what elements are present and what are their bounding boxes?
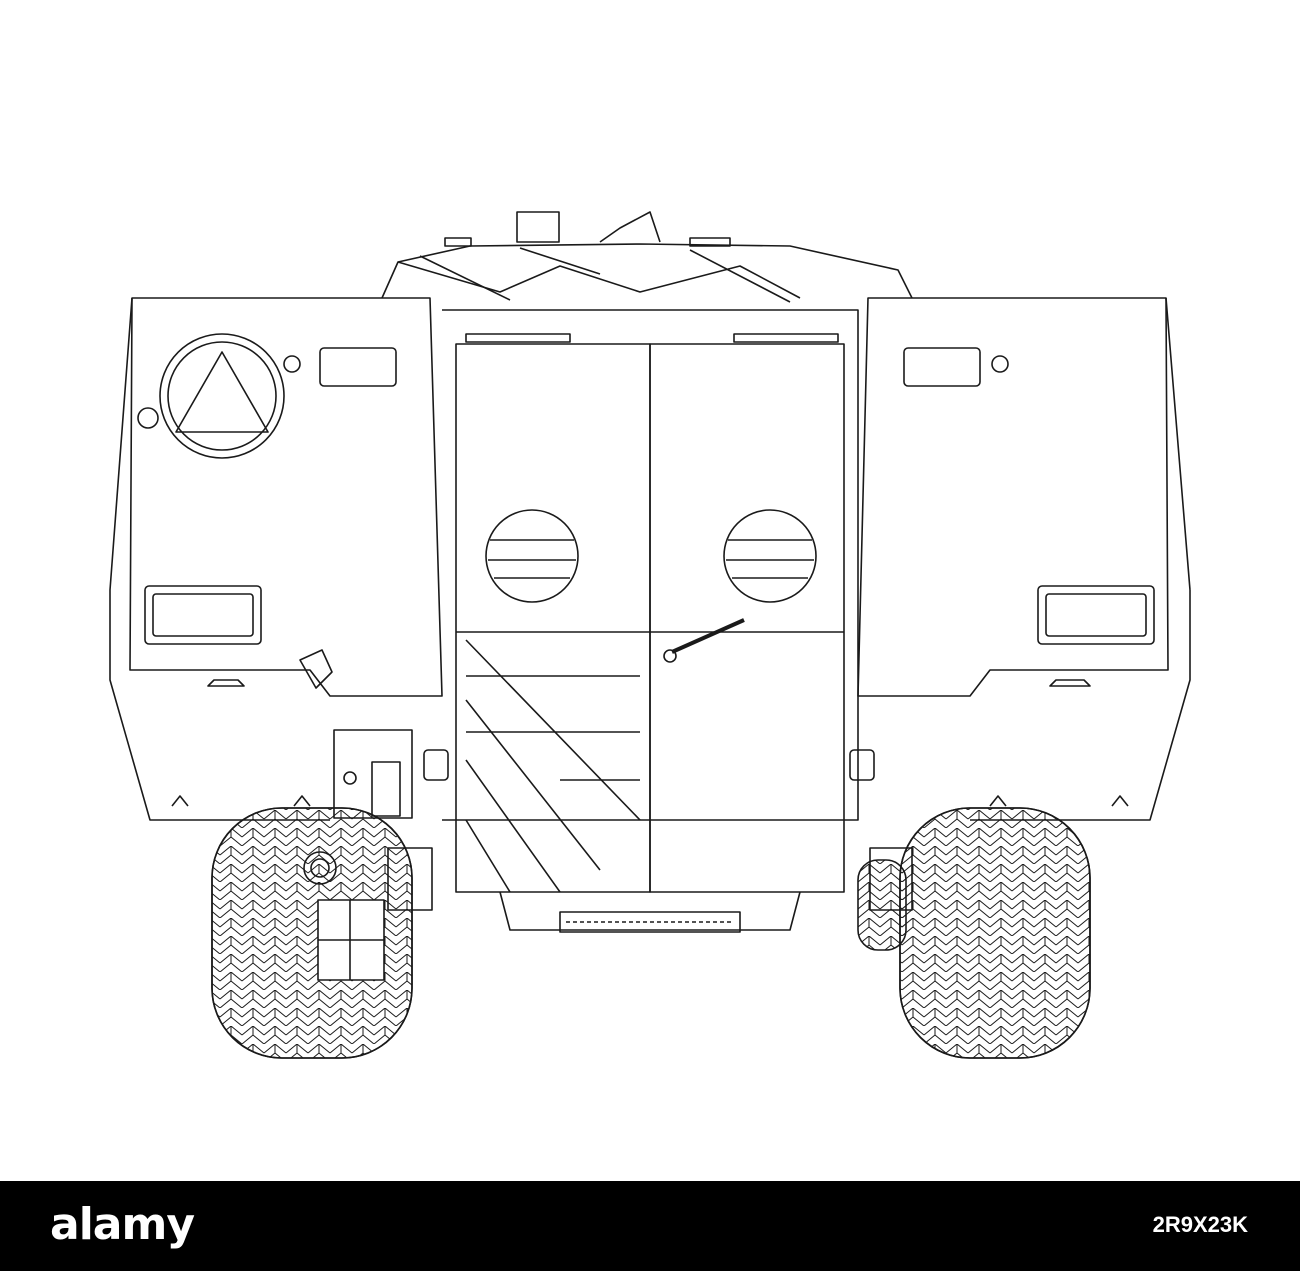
turret [381,211,913,303]
watermark-footer: alamy 2R9X23K [0,1181,1300,1271]
rear-doors [442,309,859,933]
alamy-logo: alamy [50,1199,195,1250]
left-wheel [211,807,413,1059]
right-armor-panel [857,297,1191,821]
illustration-canvas [109,211,1191,1059]
right-wheel [857,807,1091,1059]
left-armor-panel [109,297,443,821]
image-id-label: 2R9X23K [1152,1212,1248,1237]
armored-vehicle-icon [109,211,1191,1059]
